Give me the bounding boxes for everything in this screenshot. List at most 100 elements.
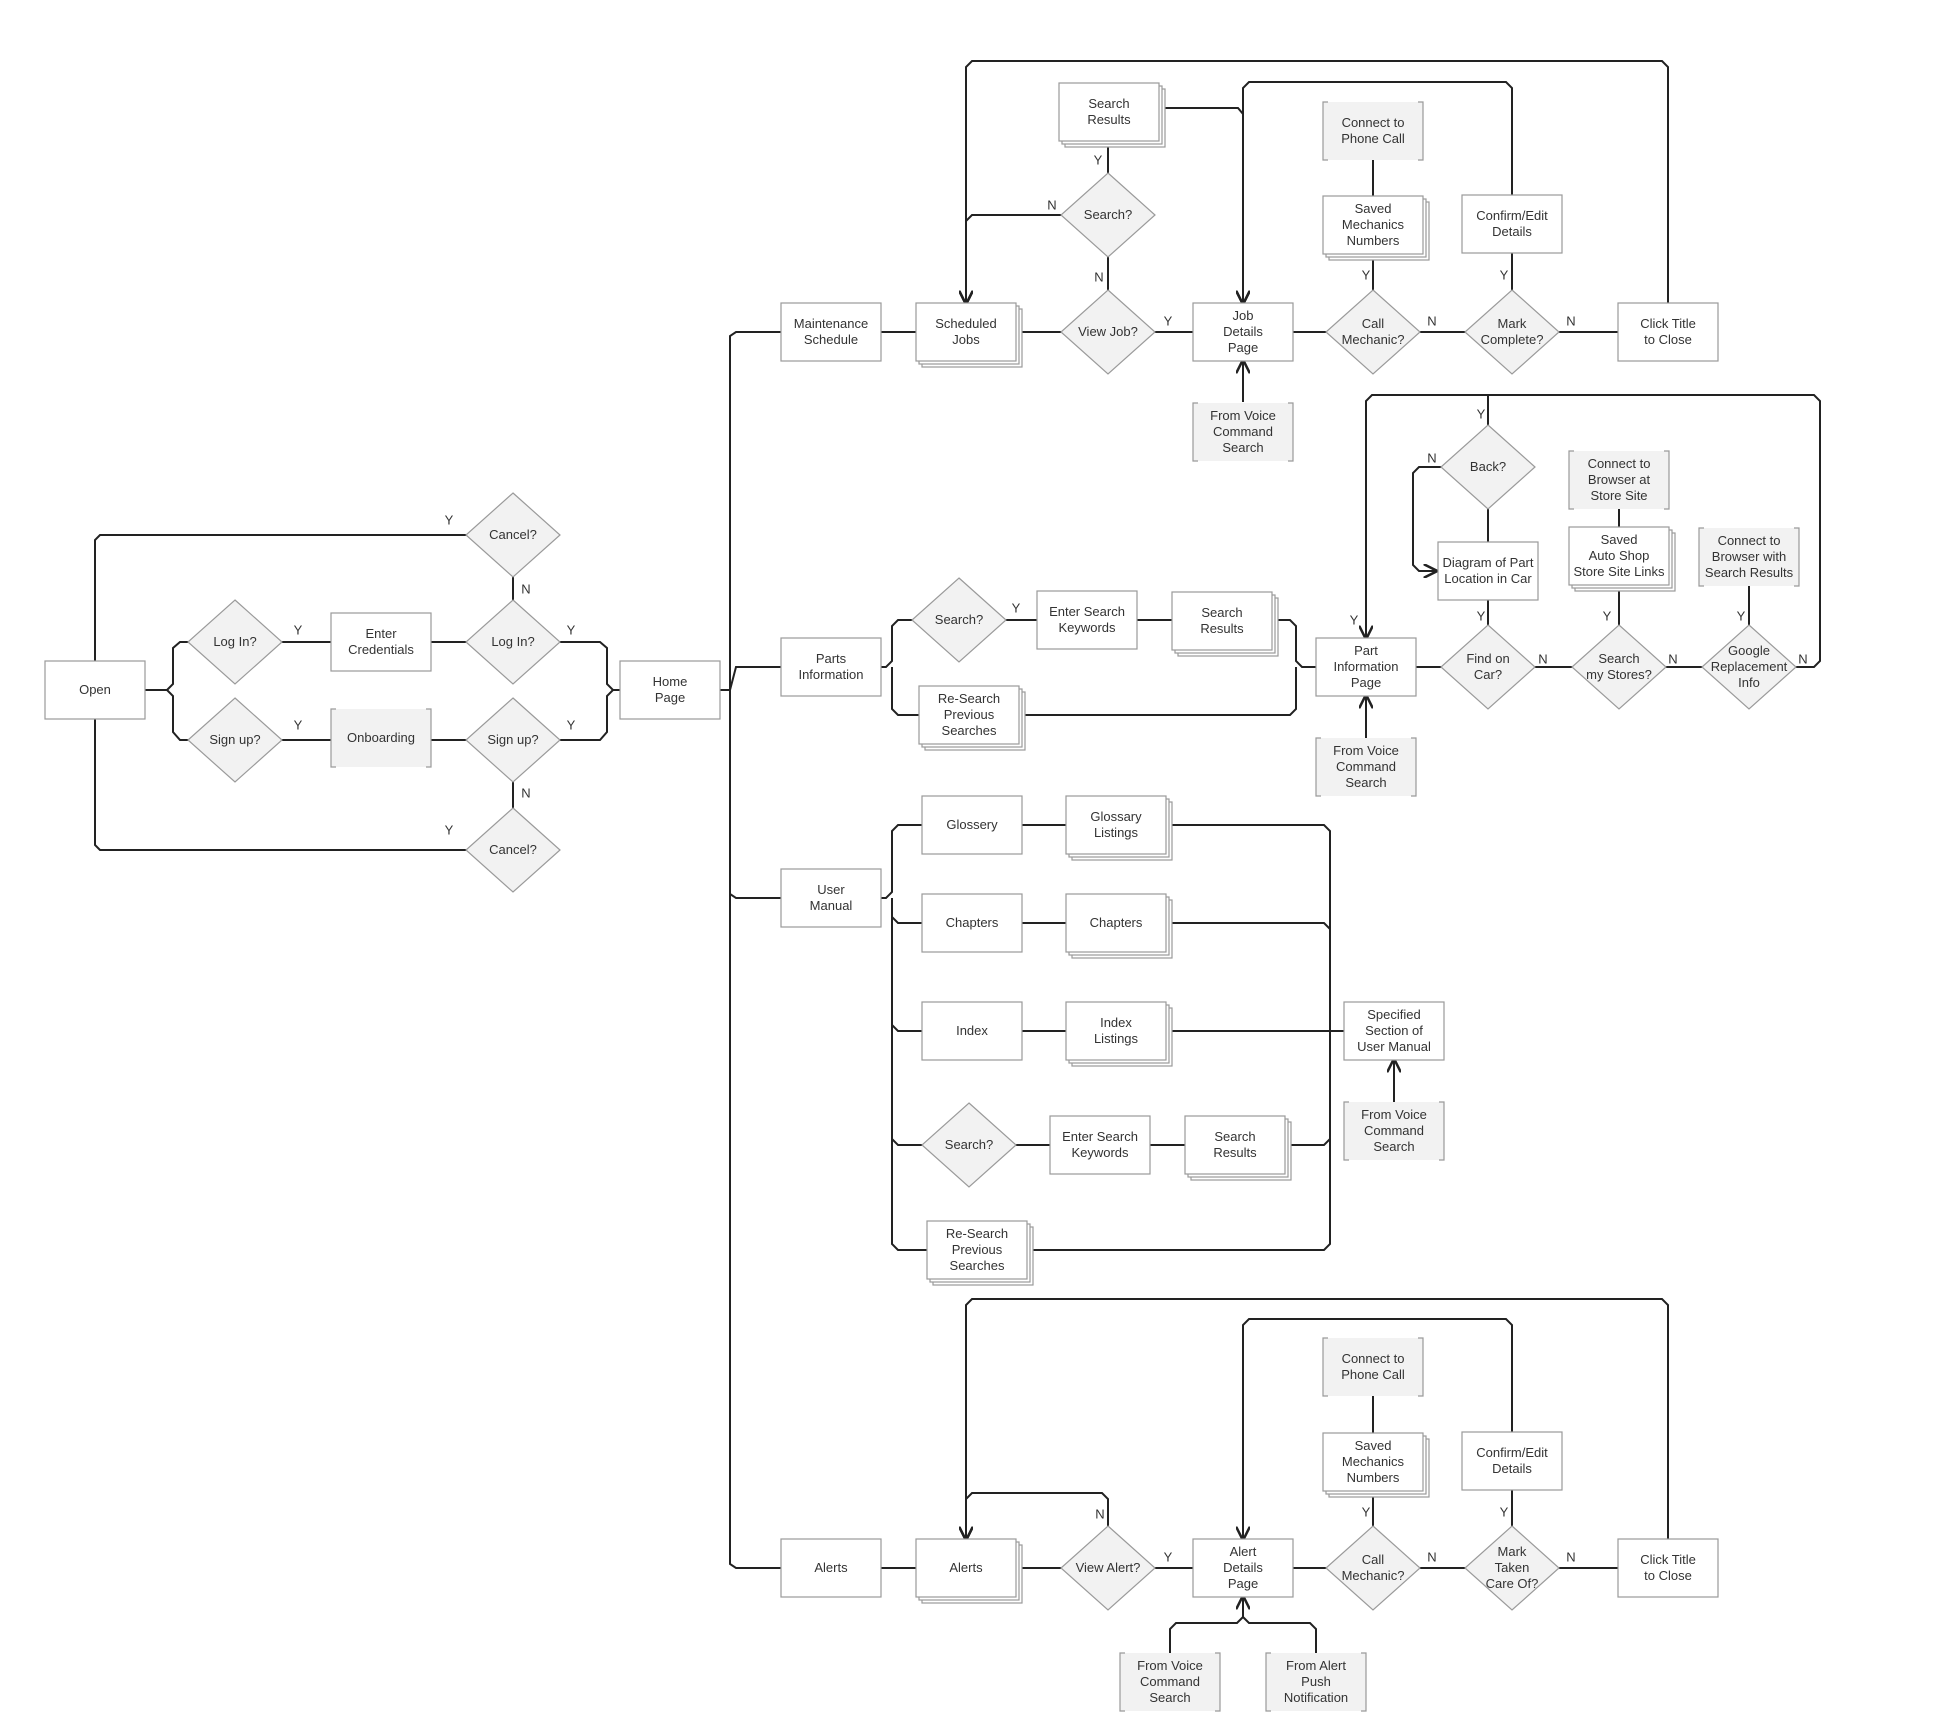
bracket-left — [1322, 1337, 1328, 1397]
edge-label-mark-complete-n: N — [1566, 313, 1575, 328]
node-signup-confirm: Sign up? — [465, 697, 561, 783]
process-box — [1343, 1001, 1445, 1061]
connector-line — [966, 1492, 1109, 1539]
process-box — [1617, 1538, 1719, 1598]
decision-diamond — [465, 697, 561, 783]
node-search-q2: Search? — [911, 577, 1007, 663]
edge-label-cancel-top-n: N — [521, 581, 530, 596]
multi-document-box — [918, 685, 1020, 745]
process-box — [921, 795, 1023, 855]
connector-line — [1242, 1616, 1317, 1653]
node-label: Log In? — [213, 634, 256, 649]
edge-label-saved-mech1-y: Y — [1362, 267, 1371, 282]
edge-label-call-mech1-n: N — [1427, 313, 1436, 328]
bracket-right — [1288, 402, 1294, 462]
external-box — [331, 709, 431, 767]
decision-diamond — [465, 599, 561, 685]
multi-document-box — [926, 1220, 1028, 1280]
edge-label-cancel-bottom-y: Y — [445, 822, 454, 837]
edge-label-confirm2-y: Y — [1500, 1504, 1509, 1519]
connector-line — [729, 331, 781, 690]
edge-label-call-mech2-n: N — [1427, 1549, 1436, 1564]
node-label: Search? — [1084, 207, 1132, 222]
edge-label-saved-mech2-y: Y — [1362, 1504, 1371, 1519]
external-box — [1699, 528, 1799, 586]
node-label: Cancel? — [489, 527, 537, 542]
bracket-left — [1192, 402, 1198, 462]
connector-line — [166, 641, 188, 691]
node-label: Onboarding — [347, 730, 415, 745]
node-label: Glossery — [946, 817, 998, 832]
bracket-right — [1361, 1652, 1367, 1712]
node-label: Log In? — [491, 634, 534, 649]
node-signup-q: Sign up? — [187, 697, 283, 783]
node-label: View Alert? — [1076, 1560, 1141, 1575]
node-search-q1: Search? — [1060, 172, 1156, 258]
node-label: Cancel? — [489, 842, 537, 857]
node-glossery: Glossery — [921, 795, 1023, 855]
bracket-left — [1119, 1652, 1125, 1712]
connector-line — [1027, 824, 1331, 1251]
external-box — [1266, 1653, 1366, 1711]
connector-line — [966, 1298, 1669, 1539]
edge-label-mark-taken-n: N — [1566, 1549, 1575, 1564]
connectors — [94, 60, 1821, 1653]
node-view-alert: View Alert? — [1060, 1525, 1156, 1611]
connector-line — [891, 898, 922, 1032]
node-open: Open — [44, 660, 146, 720]
edge-label-confirm1-y: Y — [1500, 267, 1509, 282]
decision-diamond — [1464, 1525, 1560, 1611]
edge-label-google-y: Y — [1737, 608, 1746, 623]
process-box — [921, 893, 1023, 953]
connector-line — [1412, 466, 1441, 571]
node-alerts-list: Alerts — [915, 1538, 1023, 1604]
node-label: Index — [956, 1023, 988, 1038]
edge-label-signup-y: Y — [294, 717, 303, 732]
bracket-right — [1664, 450, 1670, 510]
node-label: Back? — [1470, 459, 1506, 474]
process-box — [780, 868, 882, 928]
process-box — [44, 660, 146, 720]
node-onboarding: Onboarding — [330, 708, 432, 768]
connector-line — [891, 898, 922, 1146]
connector-line — [1159, 107, 1243, 303]
decision-diamond — [1325, 289, 1421, 375]
connector-line — [881, 619, 912, 668]
connector-line — [1166, 922, 1331, 930]
connector-line — [1243, 1318, 1513, 1539]
edge-label-signup-confirm-y: Y — [567, 717, 576, 732]
bracket-left — [1322, 101, 1328, 161]
bracket-right — [426, 708, 432, 768]
